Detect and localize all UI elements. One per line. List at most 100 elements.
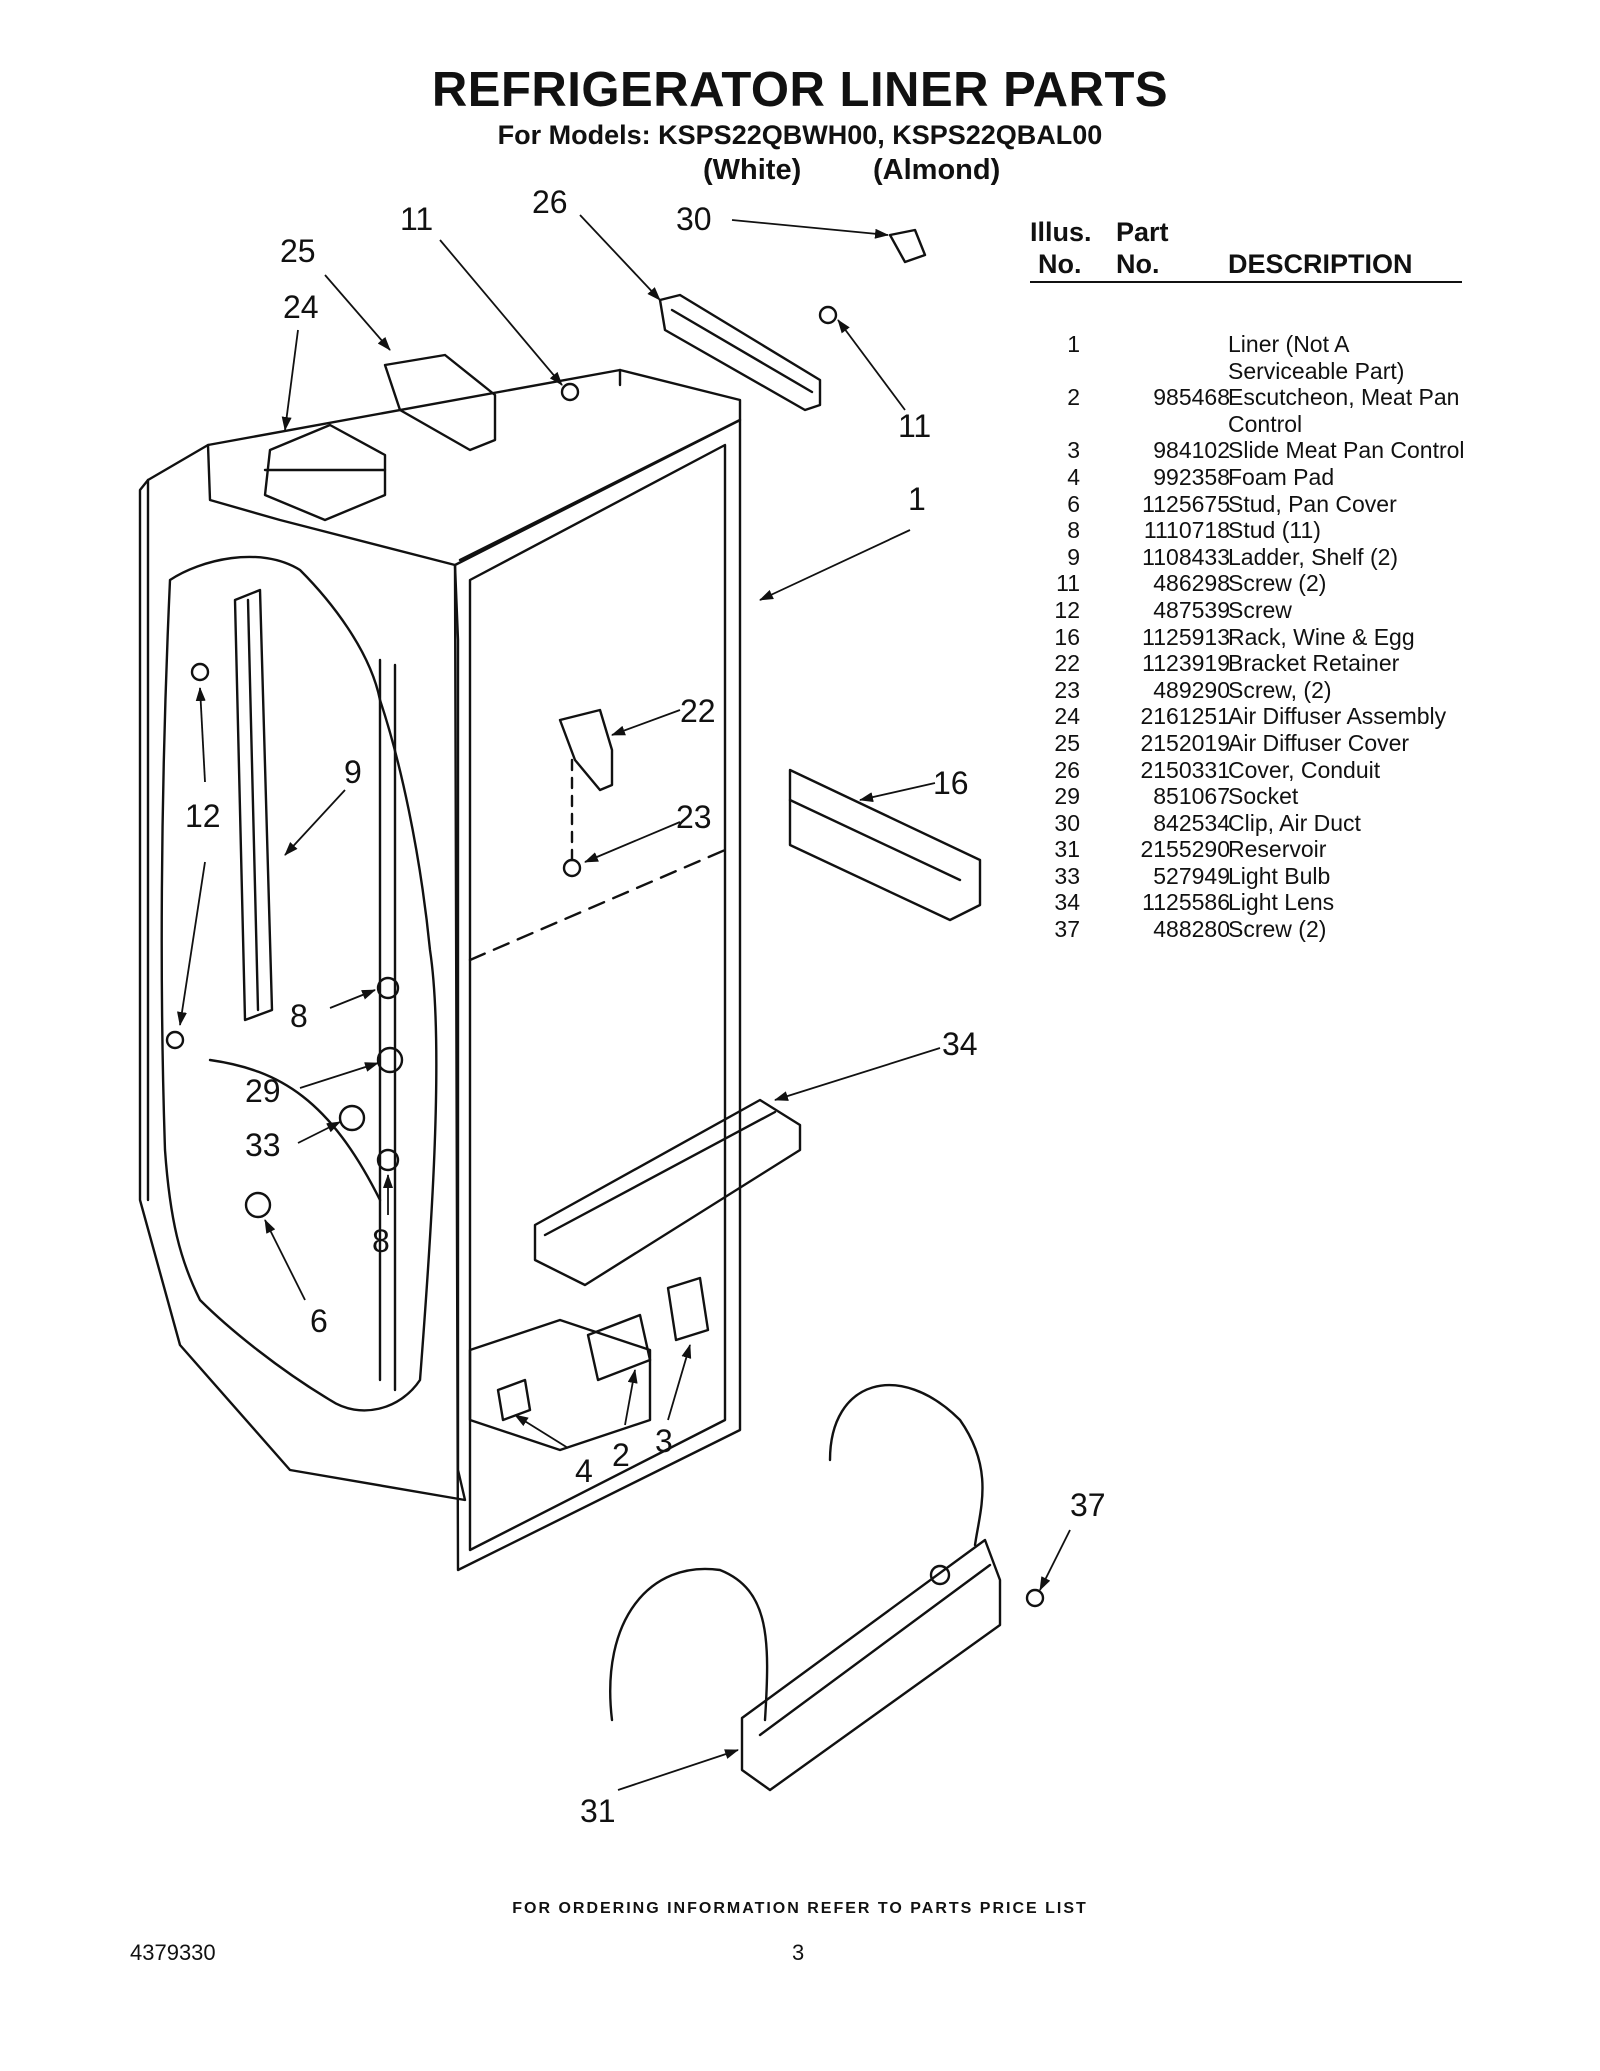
leader-24	[281, 329, 299, 431]
illus-no: 24	[1054, 703, 1080, 730]
escutcheon	[586, 1313, 652, 1382]
illus-no: 33	[1054, 862, 1080, 889]
part-no: 2150331	[1140, 756, 1230, 783]
page-number: 3	[792, 1940, 805, 1965]
screw-37	[1025, 1588, 1045, 1608]
callout-22: 22	[680, 693, 716, 729]
illus-no: 30	[1054, 809, 1080, 836]
illus-no: 3	[1067, 437, 1080, 464]
illus-no: 12	[1054, 596, 1080, 623]
leader-34	[774, 1047, 941, 1101]
callout-26: 26	[532, 184, 568, 220]
part-description: Rack, Wine & Egg	[1228, 623, 1415, 650]
stud-6	[244, 1191, 272, 1219]
leader-29	[299, 1062, 379, 1089]
illus-no: 29	[1054, 783, 1080, 810]
leader-11a	[439, 239, 563, 386]
part-no: 2152019	[1140, 729, 1230, 756]
part-no: 851067	[1153, 783, 1230, 810]
part-description: Ladder, Shelf (2)	[1228, 543, 1399, 570]
page-title: REFRIGERATOR LINER PARTS	[431, 63, 1169, 117]
illus-no: 26	[1054, 756, 1080, 783]
model-numbers: For Models: KSPS22QBWH00, KSPS22QBAL00	[497, 120, 1103, 150]
callout-25: 25	[280, 233, 316, 269]
shelf-ladder	[233, 588, 274, 1022]
ordering-note: FOR ORDERING INFORMATION REFER TO PARTS …	[512, 1900, 1088, 1917]
callout-31: 31	[580, 1793, 616, 1829]
illus-no: 11	[1056, 570, 1080, 597]
callout-8b: 8	[372, 1223, 390, 1259]
table-header-rule	[1030, 281, 1462, 283]
part-description: Reservoir	[1228, 836, 1327, 863]
leader-1	[759, 529, 911, 601]
illus-no: 25	[1054, 729, 1080, 756]
illus-no: 23	[1054, 676, 1080, 703]
color-almond-label: (Almond)	[873, 154, 1001, 186]
callout-33: 33	[245, 1127, 281, 1163]
bracket-retainer	[558, 708, 614, 792]
leader-37	[1039, 1529, 1071, 1591]
air-diffuser-cover	[383, 353, 497, 452]
leader-9	[284, 789, 346, 856]
callout-2: 2	[612, 1437, 630, 1473]
leader-16	[859, 782, 936, 803]
part-no: 527949	[1153, 862, 1230, 889]
part-no: 1125675	[1142, 490, 1230, 517]
illus-no: 37	[1054, 916, 1080, 943]
part-description: Air Diffuser Cover	[1228, 729, 1410, 756]
stud-8b	[376, 1148, 400, 1172]
part-description: Socket	[1228, 783, 1299, 810]
callout-24: 24	[283, 289, 319, 325]
screw-23	[562, 858, 582, 878]
callout-6: 6	[310, 1303, 328, 1339]
leader-33	[297, 1121, 341, 1144]
leader-4	[514, 1414, 569, 1449]
screw-12b	[165, 1030, 185, 1050]
illus-no: 16	[1054, 623, 1080, 650]
part-no: 1123919	[1142, 650, 1230, 677]
leader-2	[624, 1369, 638, 1426]
screw-11a	[560, 382, 580, 402]
part-no: 1108433	[1142, 543, 1230, 570]
col-illus-header: Illus. No.	[1030, 217, 1092, 279]
screw-12a	[190, 662, 210, 682]
illus-no: 31	[1054, 836, 1080, 863]
part-no: 1125586	[1142, 889, 1230, 916]
callout-9: 9	[344, 754, 362, 790]
part-description: Cover, Conduit	[1228, 756, 1381, 783]
part-description: Air Diffuser Assembly	[1228, 703, 1447, 730]
liner-front-frame	[453, 418, 742, 1572]
document-number: 4379330	[130, 1940, 216, 1965]
illus-no: 4	[1067, 463, 1080, 490]
callout-29: 29	[245, 1073, 281, 1109]
part-description: Clip, Air Duct	[1228, 809, 1361, 836]
part-description: Bracket Retainer	[1228, 650, 1400, 677]
leader-6	[264, 1219, 306, 1301]
callout-11a: 11	[400, 201, 433, 237]
part-description: Light Lens	[1228, 889, 1335, 916]
air-diffuser-assembly	[263, 423, 387, 522]
stud-8a	[376, 976, 400, 1000]
part-no: 486298	[1153, 570, 1230, 597]
leader-26	[579, 214, 661, 301]
screw-11b	[818, 305, 838, 325]
socket	[376, 1046, 404, 1074]
color-white-label: (White)	[703, 154, 802, 186]
callout-16: 16	[933, 765, 969, 801]
leader-25	[324, 274, 391, 351]
part-no: 488280	[1153, 916, 1230, 943]
illus-no: 34	[1054, 889, 1080, 916]
part-description: Escutcheon, Meat Pan Control	[1228, 384, 1460, 437]
slide-meat-pan	[666, 1276, 710, 1342]
part-no: 984102	[1153, 437, 1230, 464]
